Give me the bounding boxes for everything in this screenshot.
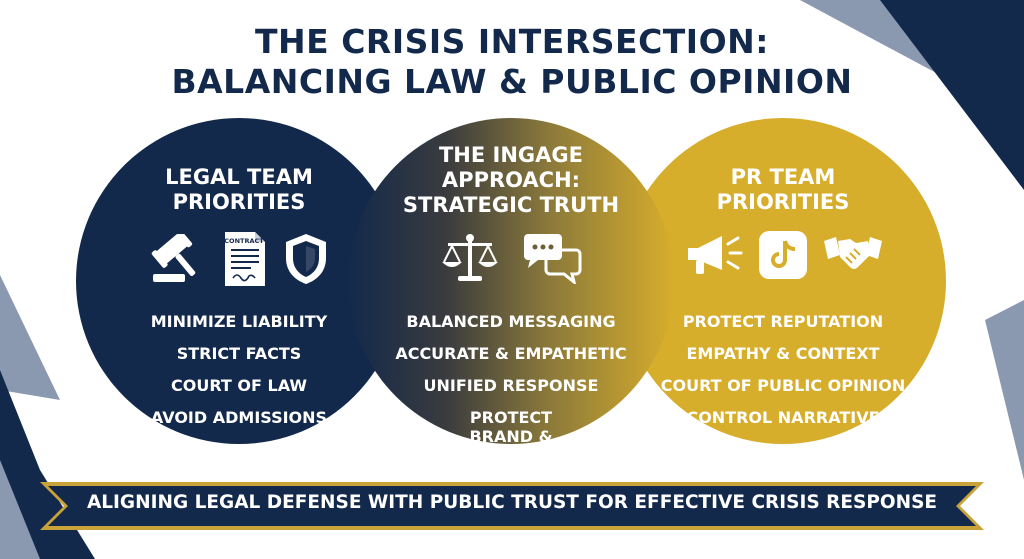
- contract-icon: CONTRACT: [221, 230, 269, 292]
- pr-item: COURT OF PUBLIC OPINION: [660, 376, 906, 395]
- legal-item: AVOID ADMISSIONS: [150, 408, 328, 427]
- banner-text: ALIGNING LEGAL DEFENSE WITH PUBLIC TRUST…: [86, 491, 938, 513]
- gavel-icon: [149, 229, 207, 288]
- middle-heading-line-1: THE INGAGE: [438, 143, 584, 167]
- middle-item: PROTECT BRAND & BOTTOM LINE: [449, 408, 573, 465]
- handshake-icon: [822, 233, 884, 281]
- pr-team-circle: PR TEAM PRIORITIES: [620, 118, 946, 444]
- pr-icons: [620, 230, 946, 284]
- legal-items: MINIMIZE LIABILITY STRICT FACTS COURT OF…: [76, 306, 402, 434]
- shield-icon: [283, 232, 329, 290]
- legal-item: COURT OF LAW: [170, 376, 308, 395]
- legal-team-heading: LEGAL TEAM PRIORITIES: [76, 165, 402, 215]
- legal-item: MINIMIZE LIABILITY: [150, 312, 328, 331]
- ingage-approach-circle: THE INGAGE APPROACH: STRATEGIC TRUTH: [348, 118, 674, 465]
- page-title: THE CRISIS INTERSECTION: BALANCING LAW &…: [0, 22, 1024, 102]
- middle-heading-line-3: STRATEGIC TRUTH: [402, 193, 620, 217]
- legal-team-circle: LEGAL TEAM PRIORITIES CONTRACT: [76, 118, 402, 444]
- middle-icons: [348, 232, 674, 288]
- title-line-2: BALANCING LAW & PUBLIC OPINION: [171, 62, 853, 101]
- legal-heading-line-1: LEGAL TEAM: [165, 165, 313, 189]
- middle-items: BALANCED MESSAGING ACCURATE & EMPATHETIC…: [348, 306, 674, 465]
- megaphone-icon: [682, 230, 744, 284]
- title-line-1: THE CRISIS INTERSECTION:: [255, 22, 769, 61]
- contract-label: CONTRACT: [224, 237, 264, 245]
- legal-icons: CONTRACT: [76, 229, 402, 292]
- chat-bubbles-icon: [522, 232, 582, 288]
- pr-item: PROTECT REPUTATION: [682, 312, 884, 331]
- pr-heading-line-2: PRIORITIES: [716, 190, 850, 214]
- pr-heading-line-1: PR TEAM: [730, 165, 836, 189]
- middle-item: ACCURATE & EMPATHETIC: [395, 344, 627, 363]
- ingage-approach-heading: THE INGAGE APPROACH: STRATEGIC TRUTH: [348, 143, 674, 218]
- pr-item: CONTROL NARRATIVE: [686, 408, 880, 427]
- tiktok-icon: [758, 230, 808, 284]
- pr-item: EMPATHY & CONTEXT: [686, 344, 880, 363]
- pr-team-heading: PR TEAM PRIORITIES: [620, 165, 946, 215]
- pr-items: PROTECT REPUTATION EMPATHY & CONTEXT COU…: [620, 306, 946, 434]
- legal-item: STRICT FACTS: [176, 344, 302, 363]
- scales-icon: [440, 232, 500, 288]
- legal-heading-line-2: PRIORITIES: [172, 190, 306, 214]
- middle-item: UNIFIED RESPONSE: [423, 376, 599, 395]
- middle-heading-line-2: APPROACH:: [441, 168, 581, 192]
- banner-ribbon: [40, 482, 984, 530]
- middle-item: BALANCED MESSAGING: [406, 312, 616, 331]
